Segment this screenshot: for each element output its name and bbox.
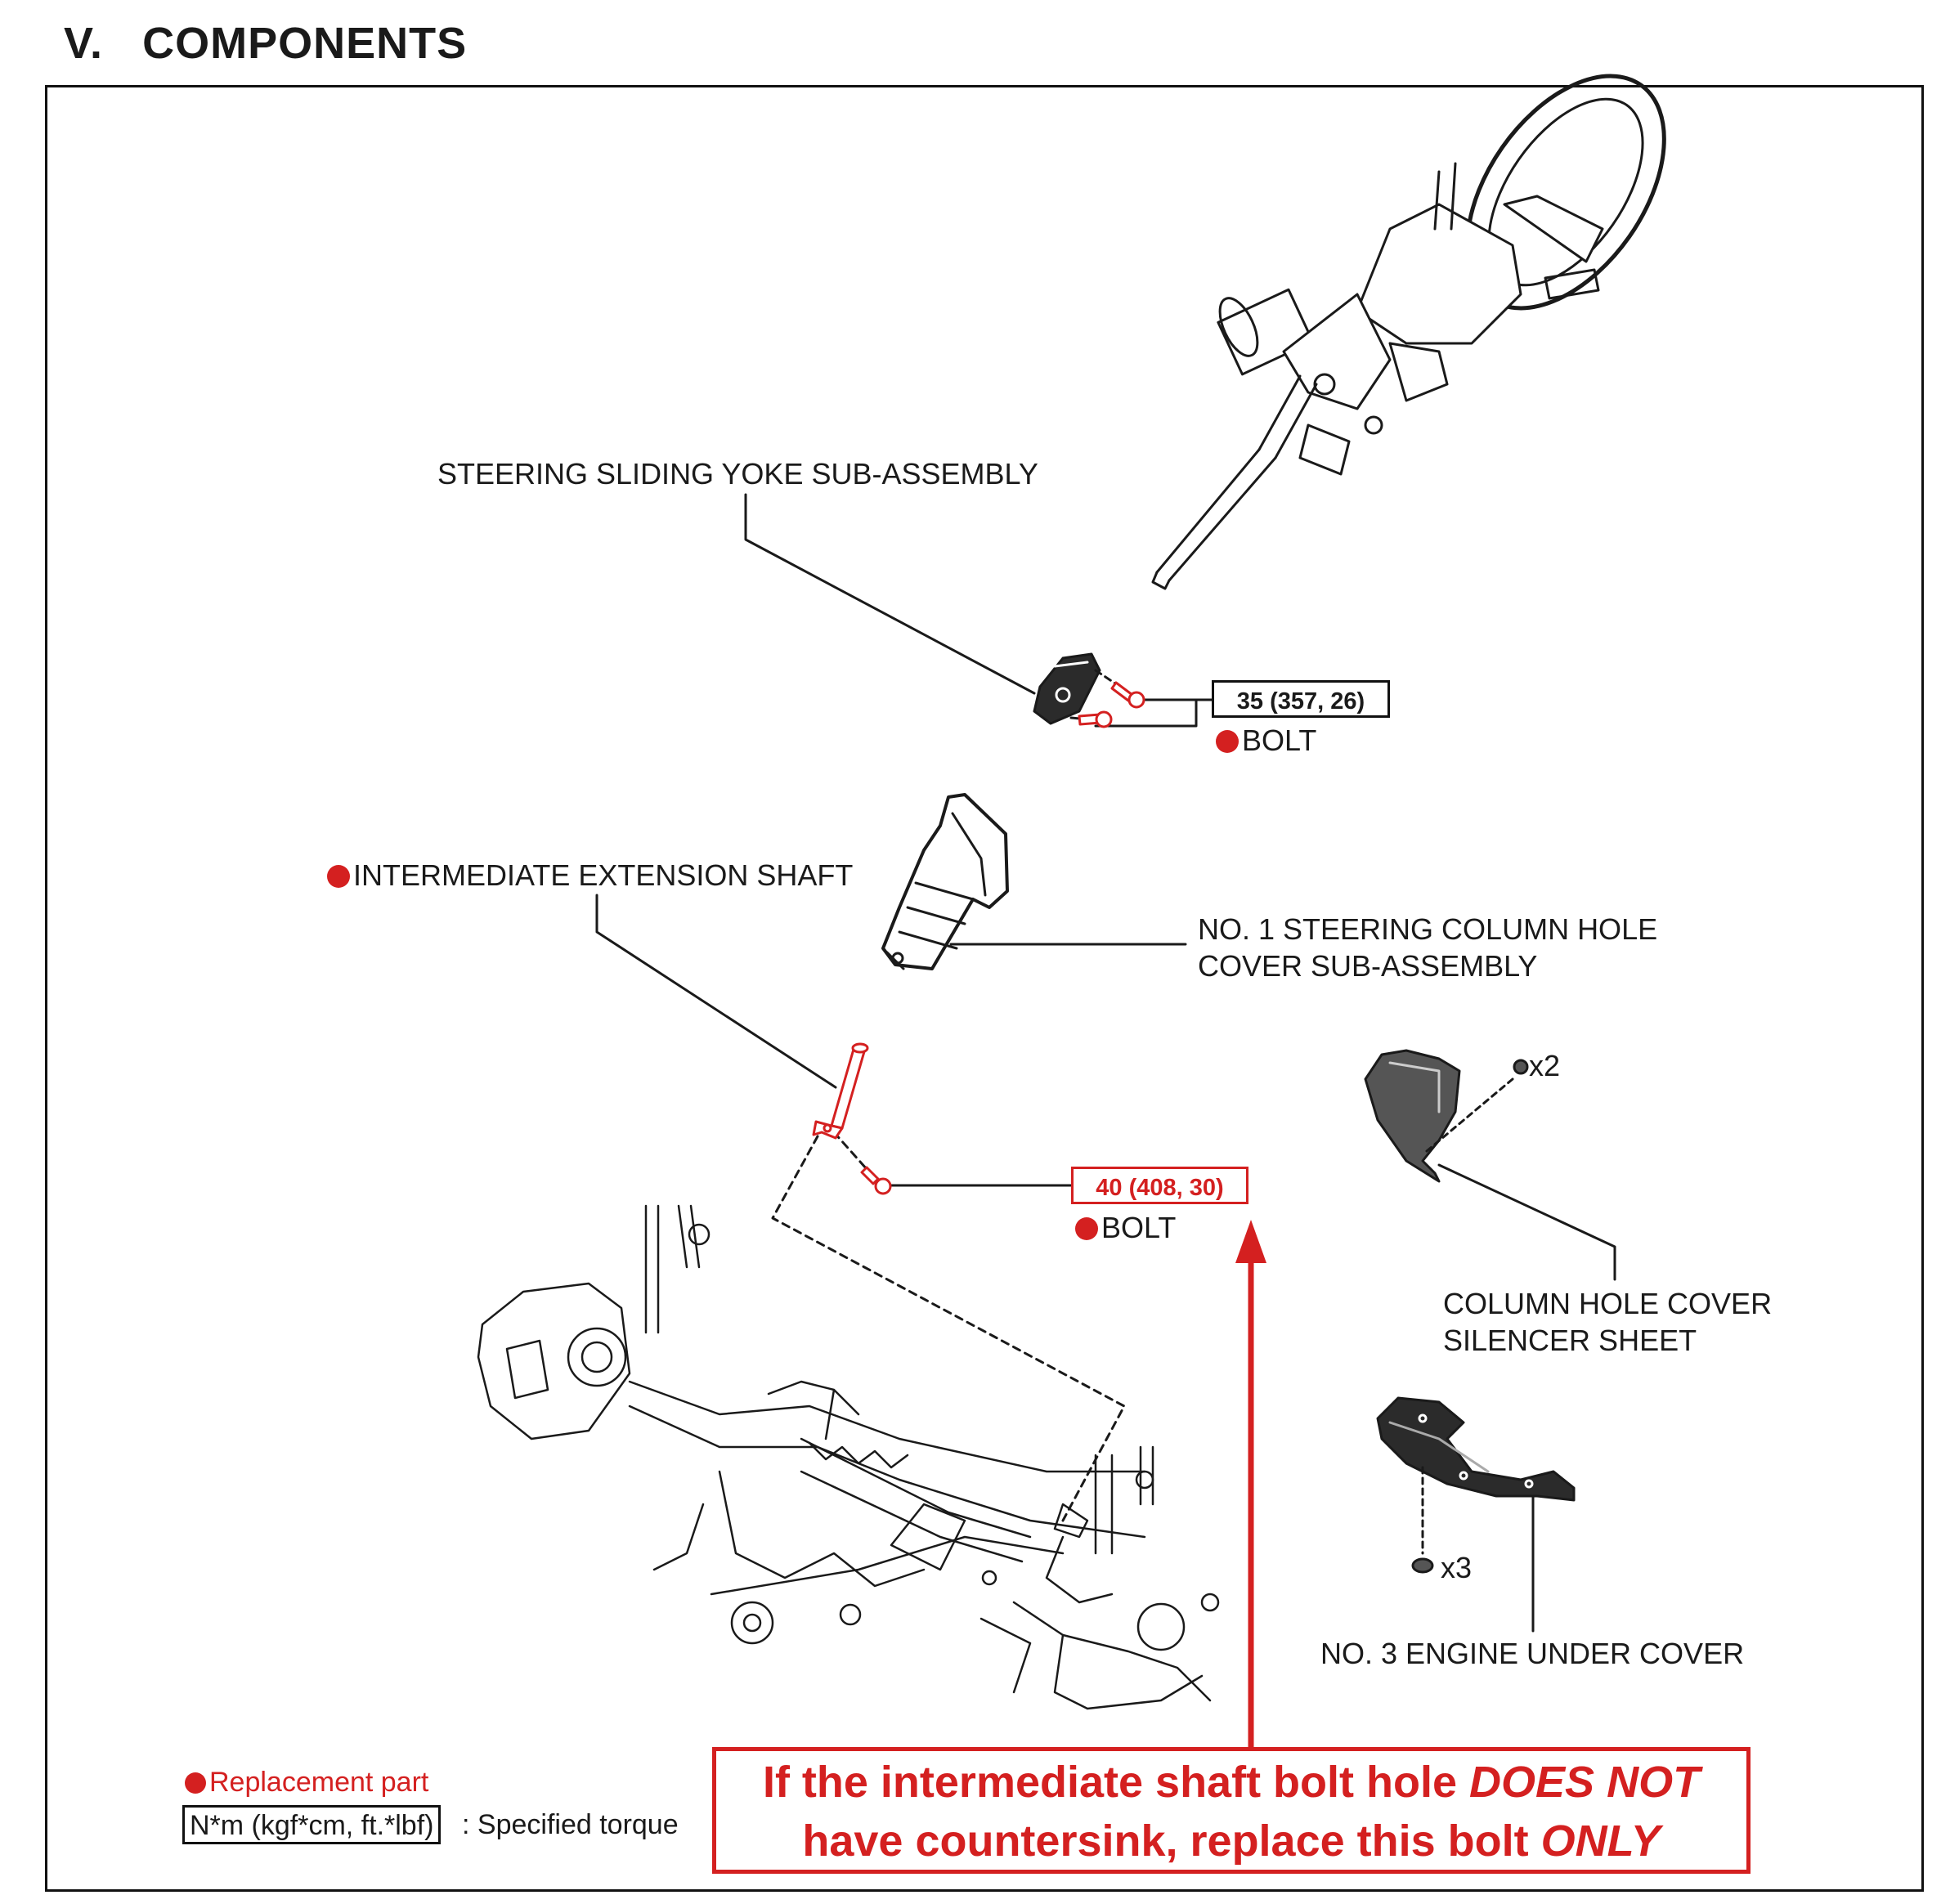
legend-replacement: Replacement part <box>185 1764 428 1800</box>
steering-column-illustration <box>1151 74 1666 590</box>
legend-torque-unit: N*m (kgf*cm, ft.*lbf) <box>182 1805 442 1844</box>
under-cover-illustration <box>1376 1396 1576 1502</box>
label-silencer-line1: COLUMN HOLE COVER <box>1443 1287 1773 1320</box>
label-intermediate-shaft: INTERMEDIATE EXTENSION SHAFT <box>327 858 853 894</box>
label-hole-cover-line1: NO. 1 STEERING COLUMN HOLE <box>1198 912 1658 946</box>
notice-line2: have countersink, replace this bolt ONLY <box>802 1817 1661 1866</box>
leader-line-yoke <box>744 493 1036 695</box>
shaft-bolt <box>860 1166 892 1195</box>
notice-arrow <box>1235 1220 1266 1747</box>
section-title: COMPONENTS <box>142 19 468 68</box>
torque-box-yoke: 35 (357, 26) <box>1212 680 1390 718</box>
label-under-cover: NO. 3 ENGINE UNDER COVER <box>1320 1637 1745 1670</box>
diagram-frame <box>45 85 1924 1892</box>
yoke-bolt-lower <box>1078 710 1113 728</box>
yoke-bolt-upper <box>1110 681 1145 709</box>
leader-line-shaft <box>595 894 837 1089</box>
silencer-sheet-illustration <box>1364 1049 1461 1183</box>
label-hole-cover-line2: COVER SUB-ASSEMBLY <box>1198 949 1538 983</box>
sliding-yoke-illustration <box>1033 652 1101 725</box>
intermediate-shaft-part <box>812 1042 869 1140</box>
replacement-dot <box>327 865 350 888</box>
suspension-subframe-illustration <box>477 1204 1220 1710</box>
leader-line-silencer <box>1437 1163 1616 1281</box>
leader-line-yoke-bolts <box>1094 698 1198 728</box>
section-number: V. <box>64 19 104 68</box>
notice-line1: If the intermediate shaft bolt hole DOES… <box>762 1758 1701 1807</box>
replacement-notice: If the intermediate shaft bolt hole DOES… <box>712 1747 1751 1874</box>
label-silencer-line2: SILENCER SHEET <box>1443 1324 1697 1357</box>
replacement-dot <box>1216 730 1239 753</box>
label-sliding-yoke: STEERING SLIDING YOKE SUB-ASSEMBLY <box>437 457 1038 491</box>
label-yoke-bolt: BOLT <box>1216 723 1316 759</box>
torque-box-shaft: 40 (408, 30) <box>1071 1167 1248 1204</box>
replacement-dot <box>1075 1217 1098 1240</box>
label-clip-count-x2: x2 <box>1529 1049 1561 1082</box>
hole-cover-illustration <box>881 793 1009 970</box>
label-clip-count-x3: x3 <box>1441 1551 1473 1584</box>
section-heading: V. COMPONENTS <box>64 18 467 69</box>
assembly-dashed-line <box>771 1135 1126 1522</box>
replacement-dot <box>185 1772 206 1794</box>
legend-torque-desc: : Specified torque <box>462 1809 679 1840</box>
label-shaft-bolt: BOLT <box>1075 1210 1176 1246</box>
